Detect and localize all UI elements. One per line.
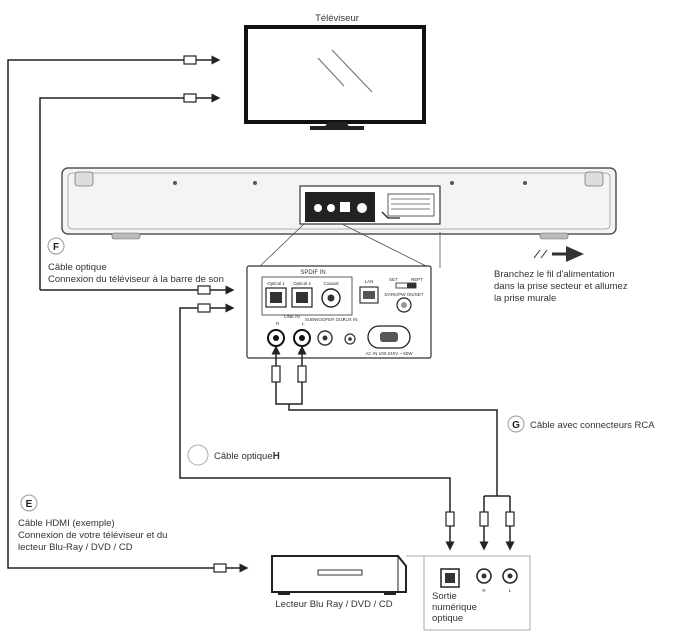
zoom-line bbox=[257, 223, 305, 269]
dark-mode-label: DARK/PW ON/SET bbox=[384, 292, 423, 297]
zoom-line bbox=[341, 223, 431, 269]
tv-label: Téléviseur bbox=[315, 13, 359, 24]
cable-f-title: Câble optique bbox=[48, 262, 107, 273]
soundbar-end-cap-right bbox=[584, 171, 604, 187]
cable-h-title: Câble optiqueH bbox=[214, 451, 280, 462]
cable-h bbox=[179, 303, 455, 551]
rept-label: REPT bbox=[411, 277, 423, 282]
soundbar-rating-label bbox=[387, 193, 435, 217]
cable-g-letter: G bbox=[512, 420, 520, 431]
spdif-title: SPDIF IN bbox=[300, 270, 325, 276]
cable-e-desc1: Connexion de votre téléviseur et du bbox=[18, 530, 167, 541]
cable-g-plug-r bbox=[271, 365, 281, 383]
soundbar bbox=[61, 167, 617, 240]
power-instruction-line1: Branchez le fil d'alimentation bbox=[494, 269, 615, 280]
cable-g-title: Câble avec connecteurs RCA bbox=[530, 420, 655, 431]
player-label: Lecteur Blu Ray / DVD / CD bbox=[275, 599, 392, 610]
player-out-line1: Sortie bbox=[432, 591, 457, 602]
set-label: SET bbox=[389, 277, 398, 282]
power-arrow bbox=[533, 246, 584, 262]
player-out-line3: optique bbox=[432, 613, 463, 624]
soundbar-foot bbox=[539, 232, 569, 240]
subwoofer-out-label: SUBWOOFER OUT bbox=[305, 317, 346, 322]
line-in-r-label: R bbox=[276, 321, 280, 326]
spdif-group bbox=[261, 276, 353, 316]
player-out-line2: numérique bbox=[432, 602, 477, 613]
lan-label: LAN bbox=[365, 279, 374, 284]
player-rca-l-label: L bbox=[509, 588, 512, 593]
player-rear-panel: R L Sortie numérique optique bbox=[406, 555, 531, 631]
power-arrow-icon bbox=[566, 246, 584, 262]
cable-e bbox=[7, 55, 249, 573]
line-in-l-label: L bbox=[302, 321, 305, 326]
cable-e-title: Câble HDMI (exemple) bbox=[18, 518, 115, 529]
aux-in-label: AUX IN bbox=[342, 317, 357, 322]
tv-glare bbox=[331, 49, 373, 93]
cable-e-plug-player bbox=[213, 563, 227, 573]
cable-f bbox=[39, 93, 235, 295]
cable-f-plug-soundbar bbox=[197, 285, 211, 295]
cable-e-plug-tv bbox=[183, 55, 197, 65]
power-instruction-line3: la prise murale bbox=[494, 293, 556, 304]
cable-g-badge bbox=[507, 415, 525, 433]
coaxial-label: Coaxial bbox=[323, 281, 338, 286]
cable-f-letter: F bbox=[53, 242, 59, 253]
tv: Téléviseur bbox=[244, 13, 426, 130]
tv-glare bbox=[317, 57, 345, 87]
cable-h-plug-soundbar bbox=[197, 303, 211, 313]
power-cord bbox=[381, 211, 400, 219]
optical2-label: Optical 2 bbox=[293, 281, 311, 286]
line-in-label: LINE IN bbox=[284, 314, 300, 319]
cable-g-plug-l bbox=[297, 365, 307, 383]
optical1-label: Optical 1 bbox=[267, 281, 285, 286]
soundbar-foot bbox=[111, 232, 141, 240]
ac-in-label: AC IN 100-240V ~ 50W bbox=[365, 351, 413, 356]
power-instruction-line2: dans la prise secteur et allumez bbox=[494, 281, 628, 292]
cable-h-plug-player bbox=[445, 511, 455, 527]
cable-f-badge bbox=[47, 237, 65, 255]
cable-e-letter: E bbox=[26, 499, 33, 510]
player-body bbox=[271, 555, 407, 593]
cable-h-badge bbox=[187, 444, 209, 466]
cable-e-badge bbox=[20, 494, 38, 512]
connector-panel: SPDIF IN Optical 1 Optical 2 Coaxial LAN… bbox=[246, 265, 432, 359]
cable-f-desc: Connexion du téléviseur à la barre de so… bbox=[48, 274, 224, 285]
soundbar-end-cap-left bbox=[74, 171, 94, 187]
cable-e-desc2: lecteur Blu-Ray / DVD / CD bbox=[18, 542, 133, 553]
player-rca-r-label: R bbox=[482, 588, 486, 593]
player-disc-tray bbox=[317, 569, 363, 576]
bluray-player: Lecteur Blu Ray / DVD / CD bbox=[271, 555, 407, 610]
cable-g-plug-player-l bbox=[505, 511, 515, 527]
cable-g bbox=[271, 345, 515, 551]
cable-g-plug-player-r bbox=[479, 511, 489, 527]
tv-screen bbox=[244, 25, 426, 124]
cable-f-plug-tv bbox=[183, 93, 197, 103]
tv-stand-base bbox=[310, 126, 364, 130]
